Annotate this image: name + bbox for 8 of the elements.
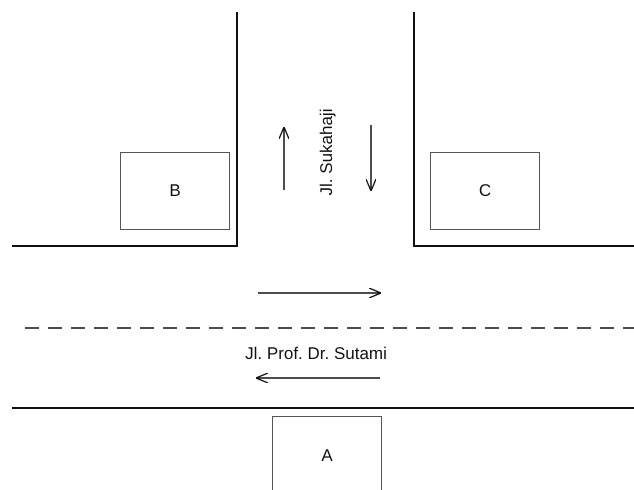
building-label: C [478, 181, 492, 201]
building-box [120, 152, 230, 230]
building-label: A [321, 446, 333, 466]
street-name: Jl. Prof. Dr. Sutami [245, 344, 387, 364]
building-label: B [169, 181, 181, 201]
street-name: Jl. Sukahaji [317, 108, 337, 196]
building-box [272, 416, 382, 490]
building-box [430, 152, 540, 230]
